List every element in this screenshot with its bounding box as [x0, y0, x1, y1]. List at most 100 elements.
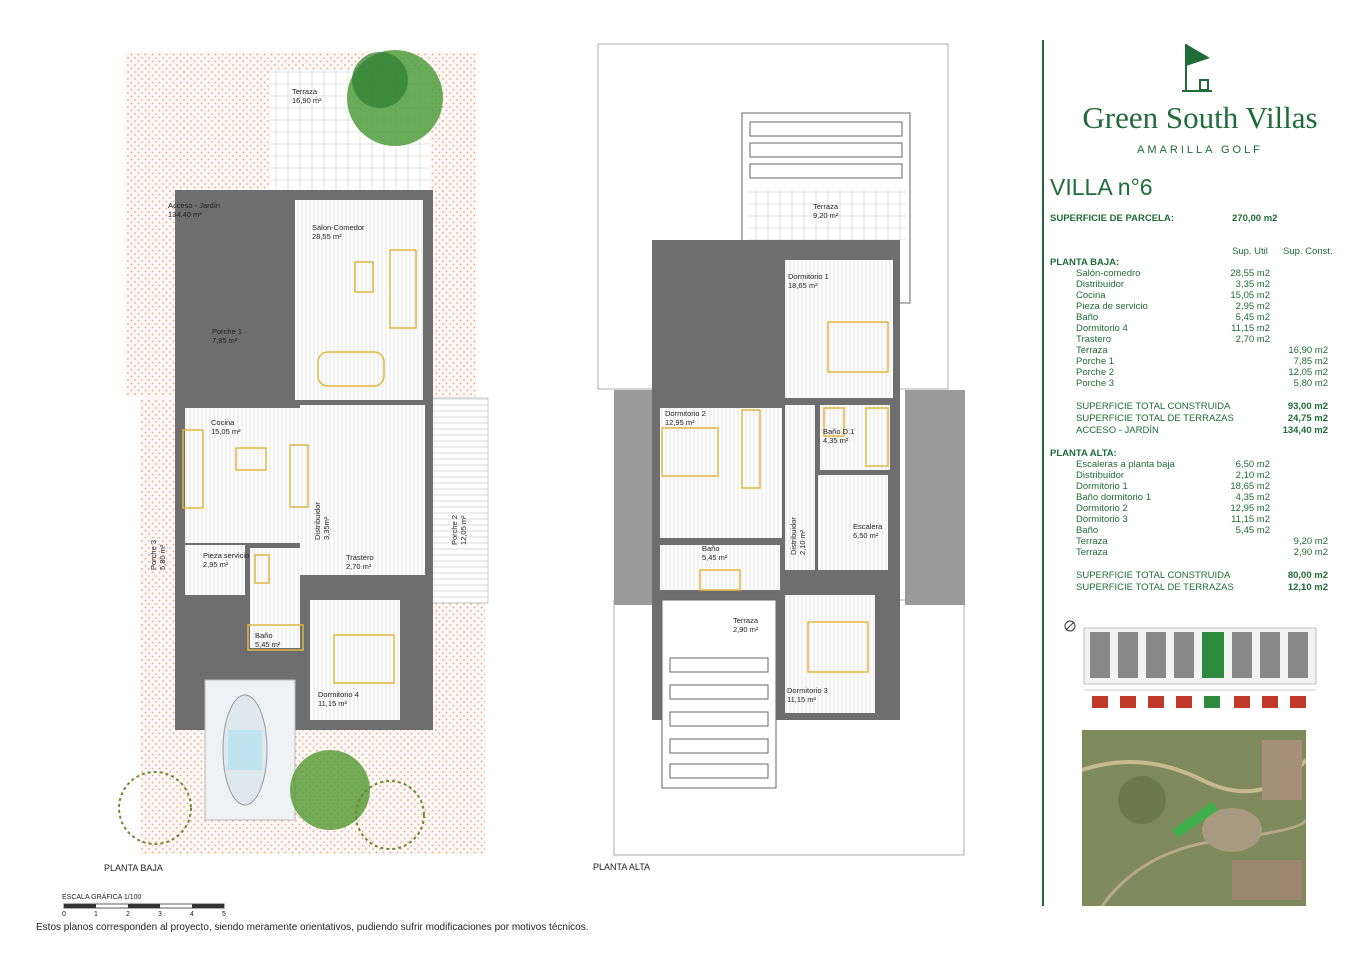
tree-canopy	[352, 52, 408, 108]
room-name: Terraza	[1076, 345, 1108, 356]
total-name: SUPERFICIE TOTAL DE TERRAZAS	[1076, 582, 1234, 593]
bano-alta-floor	[660, 545, 780, 590]
salon-floor	[295, 200, 423, 400]
room-area: 2,10 m²	[798, 529, 807, 555]
furniture-baja	[182, 249, 417, 684]
room-name: Distribuidor	[1076, 470, 1125, 481]
col-const: Sup. Const.	[1283, 246, 1333, 257]
porche-3-area	[140, 398, 175, 603]
total-name: ACCESO - JARDÍN	[1076, 425, 1159, 436]
room-util: 2,70 m2	[1235, 334, 1270, 345]
room-util: 5,45 m2	[1235, 525, 1270, 536]
car-windshield	[228, 730, 262, 770]
dormitorio-3-floor	[785, 595, 875, 713]
aerial-map	[1082, 730, 1306, 906]
pieza-servicio-floor	[185, 545, 245, 595]
room-name: Baño	[1076, 312, 1099, 323]
scale-tick: 5	[222, 911, 226, 918]
room-area: 4,35 m²	[823, 436, 849, 445]
room-name: Escaleras a planta baja	[1076, 459, 1175, 470]
terraza-alta-tiles	[748, 190, 906, 240]
room-label: Distribuidor	[313, 502, 322, 540]
room-util: 15,05 m2	[1230, 290, 1270, 301]
total-value: 12,10 m2	[1287, 582, 1328, 593]
scale-tick: 4	[190, 911, 194, 918]
parcel-label: SUPERFICIE DE PARCELA:	[1050, 213, 1174, 224]
room-area: 15,05 m²	[211, 427, 241, 436]
distribuidor-alta-floor	[785, 405, 815, 570]
stair-area	[340, 405, 425, 575]
porche-2-deck	[431, 397, 489, 604]
room-util: 28,55 m2	[1230, 268, 1270, 279]
room-area: 28,55 m²	[312, 232, 342, 241]
parcel-value: 270,00 m2	[1232, 213, 1278, 224]
escalera-floor	[818, 475, 888, 570]
room-label: Dormitorio 1	[788, 272, 829, 281]
room-util: 2,10 m2	[1235, 470, 1270, 481]
cocina-floor	[185, 408, 320, 543]
plan-labels: Terraza 16,90 m² Acceso - Jardín 134,40 …	[104, 87, 883, 873]
scale-tick: 3	[158, 911, 162, 918]
planta-baja-heading: PLANTA BAJA:	[1050, 257, 1120, 268]
room-util: 6,50 m2	[1235, 459, 1270, 470]
room-name: Baño	[1076, 525, 1099, 536]
room-area: 5,80 m²	[158, 544, 167, 570]
room-label: Terraza	[733, 616, 759, 625]
room-name: Cocina	[1076, 290, 1106, 301]
total-value: 134,40 m2	[1282, 425, 1328, 436]
room-name: Terraza	[1076, 547, 1108, 558]
room-util: 3,35 m2	[1235, 279, 1270, 290]
brand-name: Green South Villas	[1082, 100, 1318, 135]
room-util: 12,95 m2	[1230, 503, 1270, 514]
louvres-top	[749, 121, 903, 179]
room-area: 3,35m²	[322, 516, 331, 540]
dormitorio-1-floor	[785, 260, 893, 398]
louvres-bottom	[669, 657, 769, 779]
total-name: SUPERFICIE TOTAL DE TERRAZAS	[1076, 413, 1234, 424]
plan-title-baja: PLANTA BAJA	[104, 863, 163, 873]
terraza-alta-bottom	[661, 599, 777, 789]
room-const: 5,80 m2	[1293, 378, 1328, 389]
room-name: Pieza de servicio	[1076, 301, 1148, 312]
room-name: Porche 2	[1076, 367, 1115, 378]
room-area: 12,95 m²	[665, 418, 695, 427]
total-name: SUPERFICIE TOTAL CONSTRUIDA	[1076, 401, 1231, 412]
room-label: Cocina	[211, 418, 235, 427]
dormitorio-4-floor	[310, 600, 400, 720]
room-area: 11,15 m²	[787, 695, 817, 704]
room-util: 4,35 m2	[1235, 492, 1270, 503]
room-label: Terraza	[813, 202, 839, 211]
room-util: 11,15 m2	[1231, 514, 1270, 525]
total-value: 80,00 m2	[1287, 570, 1328, 581]
room-name: Porche 1	[1076, 356, 1115, 367]
plan-title-alta: PLANTA ALTA	[593, 862, 650, 872]
room-label: Baño	[702, 544, 720, 553]
room-area: 18,65 m²	[788, 281, 818, 290]
bano-floor	[250, 548, 300, 648]
room-util: 5,45 m2	[1235, 312, 1270, 323]
planta-baja-plan	[118, 50, 489, 855]
room-area: 5,45 m²	[702, 553, 728, 562]
room-name: Trastero	[1076, 334, 1112, 345]
scale-label: ESCALA GRÁFICA 1/100	[62, 894, 142, 901]
room-area: 12,05 m²	[459, 515, 468, 545]
room-const: 2,90 m2	[1293, 547, 1328, 558]
brand-subtitle: AMARILLA GOLF	[1137, 144, 1263, 156]
room-area: 6,50 m²	[853, 531, 879, 540]
room-name: Dormitorio 3	[1076, 514, 1128, 525]
dormitorio-2-floor	[660, 408, 782, 538]
palm-icon	[118, 771, 192, 845]
room-label: Dormitorio 4	[318, 690, 359, 699]
room-label: Distribuidor	[789, 517, 798, 555]
scale-tick: 1	[94, 911, 98, 918]
villa-title: VILLA n°6	[1050, 174, 1153, 200]
scale-bar: 0 1 2 3 4 5	[62, 903, 226, 918]
room-util: 2,95 m2	[1235, 301, 1270, 312]
room-const: 16,90 m2	[1288, 345, 1328, 356]
room-label: Pieza servicio	[203, 551, 249, 560]
room-area: 9,20 m²	[813, 211, 839, 220]
floor-plans: Terraza 16,90 m² Acceso - Jardín 134,40 …	[62, 43, 965, 918]
room-label: Escalera	[853, 522, 883, 531]
bano-d1-floor	[820, 405, 890, 470]
room-label: Acceso - Jardín	[168, 201, 220, 210]
